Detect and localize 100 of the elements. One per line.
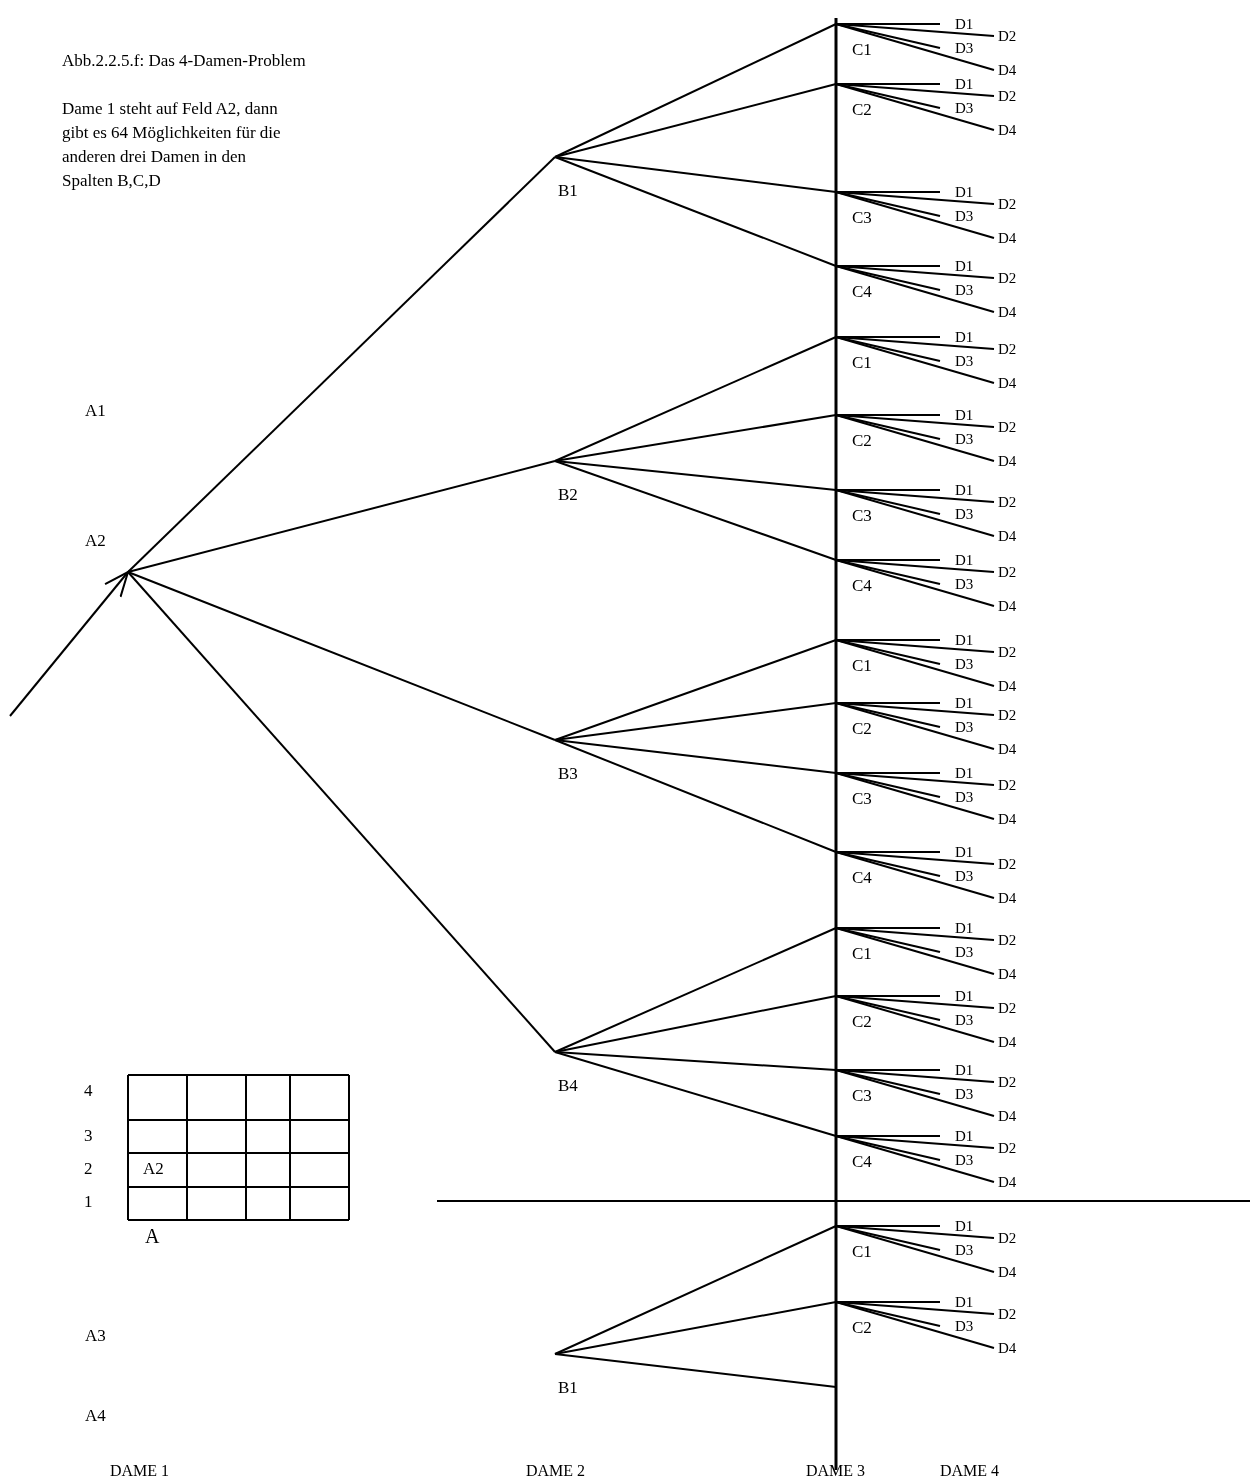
leaf-label: D1 (940, 845, 974, 860)
branch-line (554, 995, 837, 1053)
branch-label: C2 (836, 703, 872, 737)
branch-line (835, 489, 995, 503)
branch-label: C3 (836, 773, 872, 807)
branch-line (835, 83, 995, 131)
branch-label: C4 (836, 852, 872, 886)
leaf-label: D3 (940, 101, 974, 116)
leaf-label: D3 (940, 1319, 974, 1334)
column-letter: A (145, 1226, 160, 1246)
leaf-label: D4 (994, 599, 1017, 614)
leaf-label: D2 (994, 1307, 1017, 1322)
branch-line (835, 927, 995, 975)
branch-line (835, 559, 995, 573)
leaf-label: D2 (994, 271, 1017, 286)
leaf-label: D3 (940, 209, 974, 224)
branch-label: C2 (836, 415, 872, 449)
leaf-label: D4 (994, 305, 1017, 320)
leaf-label: D1 (940, 553, 974, 568)
leaf-label: D1 (940, 17, 974, 32)
branch-line (554, 1353, 837, 1388)
square-label: A3 (85, 1327, 106, 1344)
leaf-label: D4 (994, 742, 1017, 757)
branch-label: C2 (836, 1302, 872, 1336)
leaf-label: D1 (940, 633, 974, 648)
figure-title: Abb.2.2.5.f: Das 4-Damen-Problem (62, 52, 306, 69)
row-number: 4 (84, 1082, 93, 1099)
leaf-label: D2 (994, 708, 1017, 723)
branch-label: C1 (836, 640, 872, 674)
branch-line (554, 156, 837, 193)
branch-line (835, 702, 995, 750)
branch-line (835, 1301, 995, 1315)
branch-line (835, 1225, 995, 1273)
branch-line (835, 702, 995, 716)
leaf-label: D3 (940, 1013, 974, 1028)
branch-line (554, 156, 837, 267)
leaf-label: D3 (940, 432, 974, 447)
leaf-label: D1 (940, 1129, 974, 1144)
branch-line (127, 571, 556, 741)
branch-line (835, 995, 995, 1009)
branch-line (835, 265, 995, 279)
leaf-label: D1 (940, 185, 974, 200)
leaf-label: D3 (940, 283, 974, 298)
branch-line (554, 1051, 837, 1137)
row-number: 2 (84, 1160, 93, 1177)
leaf-label: D1 (940, 259, 974, 274)
branch-line (554, 739, 837, 853)
leaf-label: D2 (994, 495, 1017, 510)
square-label: A4 (85, 1407, 106, 1424)
branch-line (554, 927, 837, 1053)
leaf-label: D4 (994, 679, 1017, 694)
branch-line (835, 851, 995, 865)
branch-label: C3 (836, 1070, 872, 1104)
leaf-label: D3 (940, 869, 974, 884)
branch-label: B1 (555, 157, 578, 199)
branch-line (835, 336, 995, 384)
branch-label: B1 (555, 1354, 578, 1396)
leaf-label: D3 (940, 1243, 974, 1258)
row-number: 1 (84, 1193, 93, 1210)
leaf-label: D4 (994, 891, 1017, 906)
leaf-label: D3 (940, 354, 974, 369)
leaf-label: D4 (994, 1109, 1017, 1124)
branch-line (554, 460, 837, 561)
leaf-label: D4 (994, 967, 1017, 982)
branch-line (835, 639, 995, 653)
branch-line (835, 1301, 995, 1349)
branch-label: A2 (85, 532, 128, 572)
leaf-label: D4 (994, 454, 1017, 469)
branch-line (835, 1135, 995, 1183)
branch-label: C4 (836, 560, 872, 594)
leaf-label: D2 (994, 1075, 1017, 1090)
branch-line (835, 191, 995, 239)
branch-label: C4 (836, 1136, 872, 1170)
branch-line (835, 23, 995, 37)
branch-label: C3 (836, 490, 872, 524)
branch-line (835, 772, 995, 820)
branch-label: C4 (836, 266, 872, 300)
leaf-label: D3 (940, 577, 974, 592)
leaf-label: D2 (994, 420, 1017, 435)
leaf-label: D2 (994, 29, 1017, 44)
leaf-label: D4 (994, 1265, 1017, 1280)
leaf-label: D1 (940, 1219, 974, 1234)
leaf-label: D4 (994, 376, 1017, 391)
leaf-label: D1 (940, 77, 974, 92)
branch-line (835, 23, 995, 71)
leaf-label: D3 (940, 657, 974, 672)
branch-line (835, 927, 995, 941)
leaf-label: D3 (940, 507, 974, 522)
branch-line (835, 559, 995, 607)
leaf-label: D1 (940, 696, 974, 711)
leaf-label: D4 (994, 1175, 1017, 1190)
branch-line (835, 851, 995, 899)
branch-line (835, 1225, 995, 1239)
branch-label: B3 (555, 740, 578, 782)
branch-label: C3 (836, 192, 872, 226)
leaf-label: D3 (940, 1153, 974, 1168)
leaf-label: D4 (994, 231, 1017, 246)
branch-label: B4 (555, 1052, 578, 1094)
branch-line (554, 1051, 837, 1071)
branch-line (835, 336, 995, 350)
